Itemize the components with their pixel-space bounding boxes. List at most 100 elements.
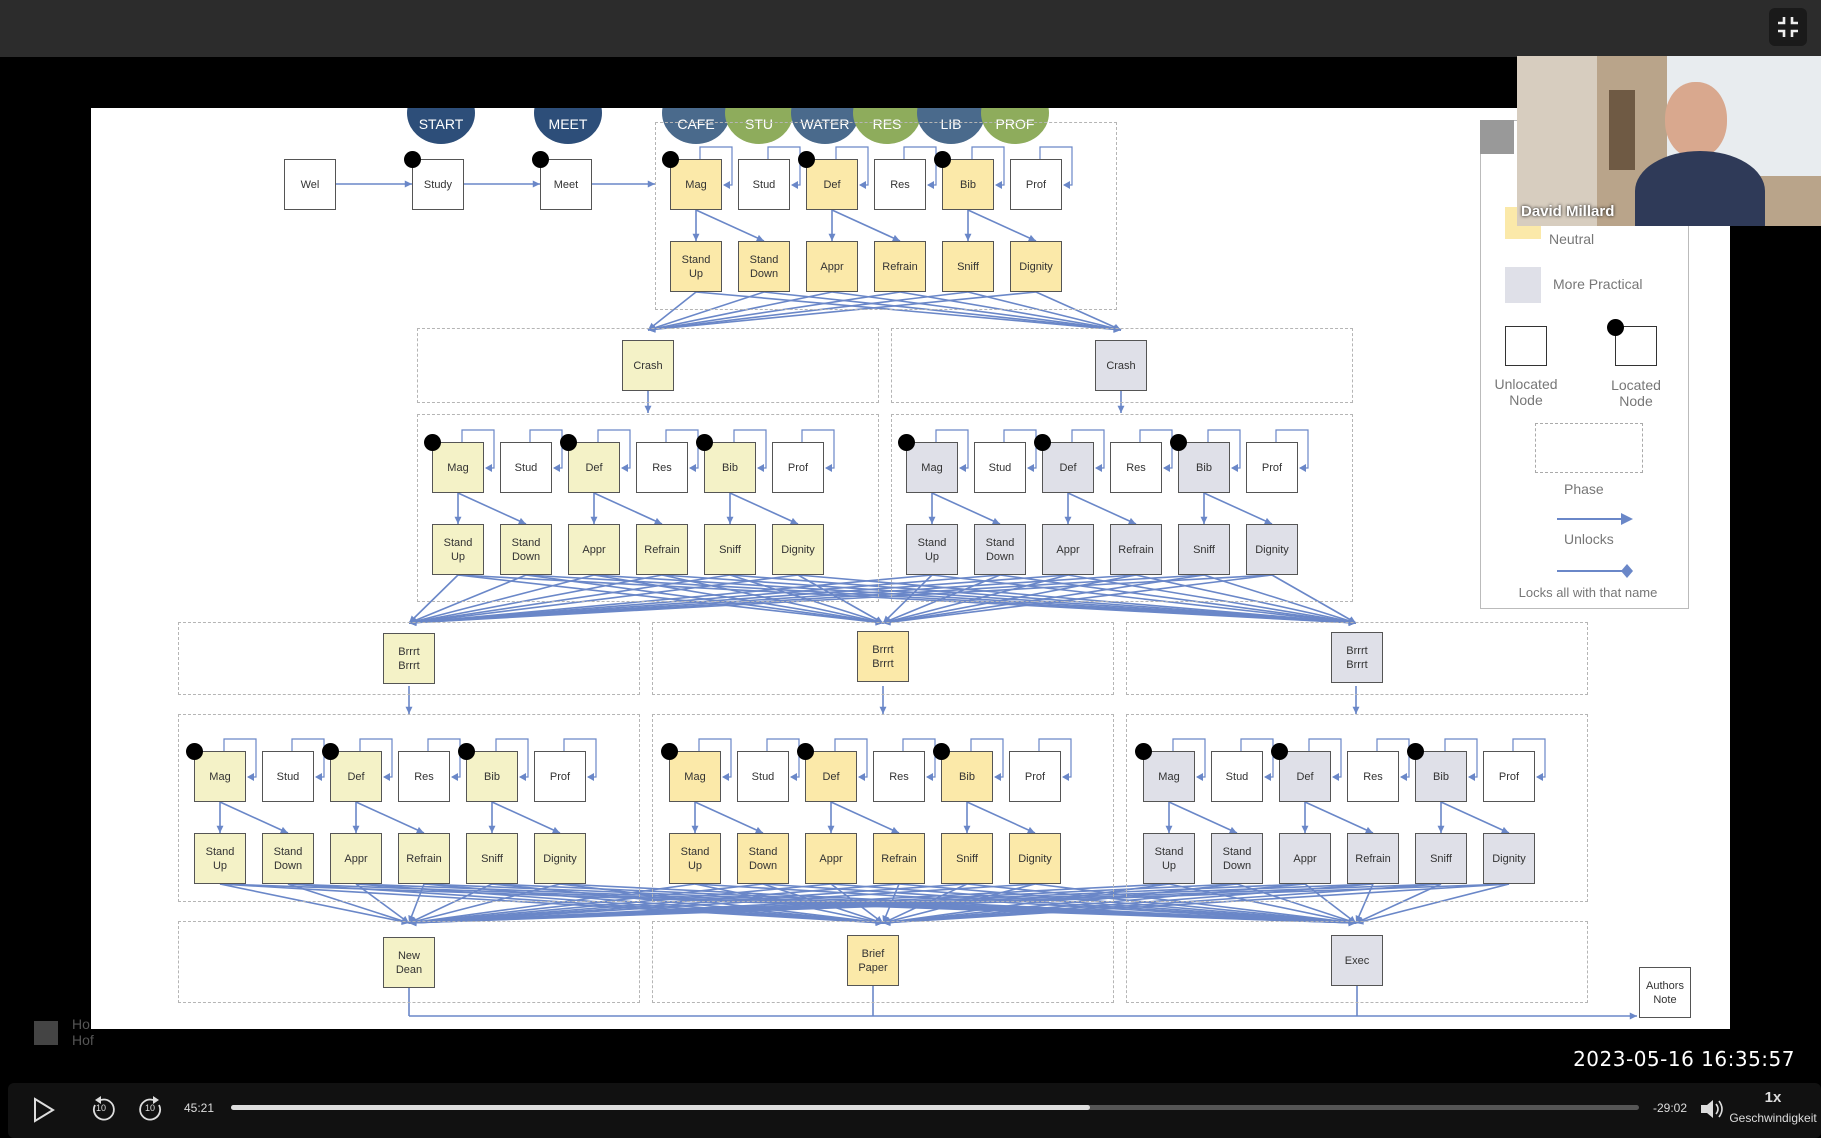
- exit-fullscreen-button[interactable]: [1769, 8, 1807, 46]
- phase-box: [1126, 622, 1588, 695]
- node-stand-up: Stand Up: [906, 524, 958, 575]
- phase-box: [1126, 921, 1588, 1003]
- self-loop-head: [1264, 773, 1271, 781]
- recording-timestamp: 2023-05-16 16:35:57: [1573, 1047, 1795, 1071]
- node-dignity: Dignity: [1483, 833, 1535, 884]
- arrow-line: [1271, 574, 1357, 624]
- skip-back-button[interactable]: 10: [88, 1094, 118, 1124]
- node-res: Res: [874, 159, 926, 210]
- node-stud: Stud: [1211, 751, 1263, 802]
- node-mag: Mag: [906, 442, 958, 493]
- self-loop-head: [791, 181, 798, 189]
- arrow-line: [1035, 291, 1122, 331]
- phase-box: [178, 622, 640, 695]
- self-loop-head: [757, 464, 764, 472]
- arrow-line: [593, 492, 663, 525]
- arrow-head: [726, 516, 734, 524]
- arrow-line: [408, 574, 933, 624]
- node-sniff: Sniff: [704, 524, 756, 575]
- node-appr: Appr: [568, 524, 620, 575]
- neutral-label: Neutral: [1549, 231, 1595, 247]
- arrow-line: [647, 291, 697, 331]
- location-dot-icon: [1607, 319, 1624, 336]
- node-sniff: Sniff: [1415, 833, 1467, 884]
- node-meet: Meet: [540, 159, 592, 210]
- located-label: Located Node: [1611, 377, 1661, 409]
- self-loop-head: [959, 464, 966, 472]
- self-loop-head: [485, 464, 492, 472]
- arrow-head: [963, 825, 971, 833]
- arrow-head: [654, 517, 662, 525]
- arrow-head: [790, 517, 798, 525]
- arrow-head: [1229, 826, 1237, 834]
- arrow-line: [647, 291, 901, 331]
- arrow-line: [1355, 883, 1510, 924]
- legend-header-swatch: [1480, 120, 1514, 154]
- arrow-line: [408, 574, 799, 624]
- arrow-head: [1117, 405, 1125, 413]
- arrow-line: [408, 883, 561, 924]
- node-stand-down: Stand Down: [1211, 833, 1263, 884]
- arrow-line: [647, 291, 833, 331]
- rate-label: Geschwindigkeit: [1729, 1111, 1817, 1125]
- location-dot-icon: [933, 743, 950, 760]
- phase-box: [891, 328, 1353, 403]
- location-dot-icon: [798, 151, 815, 168]
- play-button[interactable]: [30, 1097, 56, 1123]
- participant-name: David Millard: [1521, 203, 1615, 220]
- self-loop-head: [722, 773, 729, 781]
- node-sniff: Sniff: [1178, 524, 1230, 575]
- arrow-head: [879, 706, 887, 714]
- arrow-line: [882, 574, 933, 624]
- node-mag: Mag: [669, 751, 721, 802]
- practical-swatch: [1505, 267, 1541, 303]
- self-loop-head: [927, 181, 934, 189]
- seek-bar[interactable]: [231, 1105, 1639, 1110]
- arrow-head: [992, 517, 1000, 525]
- playback-rate-button[interactable]: 1x Geschwindigkeit: [1728, 1087, 1818, 1133]
- location-dot-icon: [186, 743, 203, 760]
- rewind-icon: [93, 1096, 115, 1121]
- arrow-head: [892, 234, 900, 242]
- node-stand-up: Stand Up: [432, 524, 484, 575]
- self-loop-head: [858, 773, 865, 781]
- self-loop-head: [995, 181, 1002, 189]
- phase-box: [178, 921, 640, 1003]
- phase-box: [891, 414, 1353, 602]
- location-dot-icon: [696, 434, 713, 451]
- location-dot-icon: [424, 434, 441, 451]
- self-loop-head: [553, 464, 560, 472]
- node-prof: Prof: [1246, 442, 1298, 493]
- arrow-head: [1348, 616, 1356, 623]
- rate-value: 1x: [1764, 1089, 1782, 1106]
- node-refrain: Refrain: [874, 241, 926, 292]
- node-dignity: Dignity: [772, 524, 824, 575]
- self-loop-head: [621, 464, 628, 472]
- arrow-line: [882, 574, 1137, 624]
- unlocks-label: Unlocks: [1564, 531, 1614, 547]
- arrow-head: [1200, 516, 1208, 524]
- arrow-line: [408, 574, 663, 624]
- location-dot-icon: [322, 743, 339, 760]
- node-dignity: Dignity: [534, 833, 586, 884]
- self-loop-head: [859, 181, 866, 189]
- location-dot-icon: [458, 743, 475, 760]
- phase-box: [652, 921, 1114, 1003]
- node-stand-up: Stand Up: [670, 241, 722, 292]
- node-bib: Bib: [466, 751, 518, 802]
- volume-button[interactable]: [1698, 1097, 1726, 1121]
- arrow-head: [590, 516, 598, 524]
- node-exec: Exec: [1331, 935, 1383, 986]
- arrow-line: [967, 209, 1037, 242]
- arrow-head: [928, 516, 936, 524]
- node-sniff: Sniff: [941, 833, 993, 884]
- self-loop-head: [519, 773, 526, 781]
- arrow-line: [355, 883, 410, 924]
- arrow-line: [882, 574, 1069, 624]
- arrow-line: [695, 209, 765, 242]
- arrow-line: [491, 801, 561, 834]
- logo-icon: [34, 1021, 58, 1045]
- skip-forward-button[interactable]: 10: [136, 1094, 166, 1124]
- node-brrrt-brrrt: Brrrt Brrrt: [1331, 632, 1383, 683]
